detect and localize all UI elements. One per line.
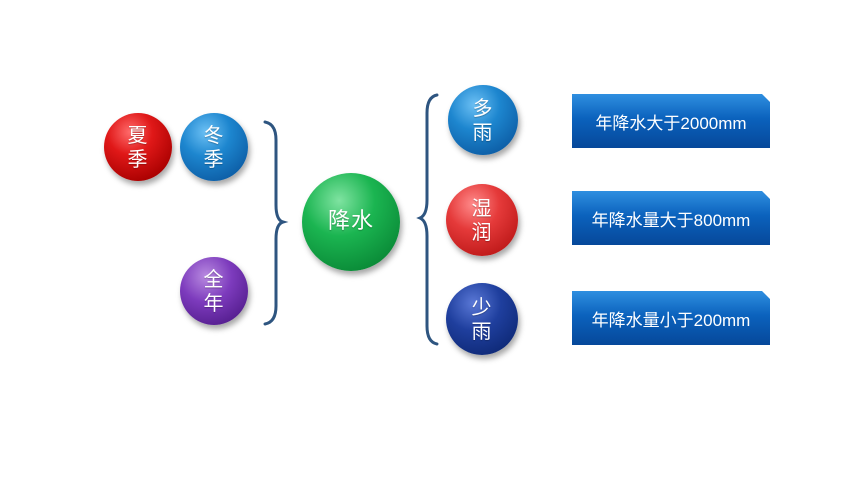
winter-label: 冬 季: [203, 123, 225, 171]
summer-label: 夏 季: [127, 123, 149, 171]
rainy-label: 多 雨: [472, 96, 494, 144]
rainy-ball: 多 雨: [448, 85, 518, 155]
winter-ball: 冬 季: [180, 113, 248, 181]
precipitation-label: 降水: [327, 209, 374, 234]
rainy-description-box: 年降水大于2000mm: [572, 94, 770, 148]
precipitation-ball: 降水: [302, 173, 400, 271]
whole-year-ball: 全 年: [180, 257, 248, 325]
whole-year-label: 全 年: [203, 267, 225, 315]
little-rain-description-box: 年降水量小于200mm: [572, 291, 770, 345]
left-brace: [263, 120, 289, 326]
summer-ball: 夏 季: [104, 113, 172, 181]
little-rain-description-text: 年降水量小于200mm: [591, 310, 751, 330]
little-rain-ball: 少 雨: [446, 283, 518, 355]
right-brace: [416, 93, 439, 346]
little-rain-label: 少 雨: [471, 295, 493, 343]
rainy-description-text: 年降水大于2000mm: [595, 113, 747, 133]
humid-ball: 湿 润: [446, 184, 518, 256]
humid-description-text: 年降水量大于800mm: [591, 210, 751, 230]
humid-description-box: 年降水量大于800mm: [572, 191, 770, 245]
humid-label: 湿 润: [471, 196, 493, 244]
